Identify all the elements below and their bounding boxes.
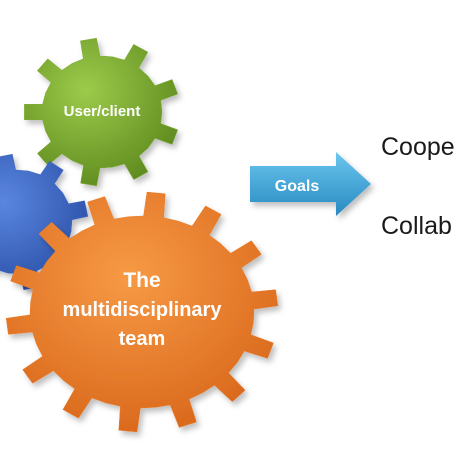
goals-arrow (250, 152, 371, 216)
team-label-line-2: multidisciplinary (63, 299, 223, 321)
team-label-line-3: team (119, 328, 166, 350)
goals-label: Goals (275, 178, 320, 195)
team-label-line-1: The (123, 269, 160, 292)
user-client-label: User/client (64, 103, 141, 120)
outcome-cooperation: Coope (381, 133, 454, 161)
user-client-gear (24, 37, 179, 187)
outcome-collaboration: Collab (381, 212, 452, 240)
team-gear (5, 191, 279, 433)
